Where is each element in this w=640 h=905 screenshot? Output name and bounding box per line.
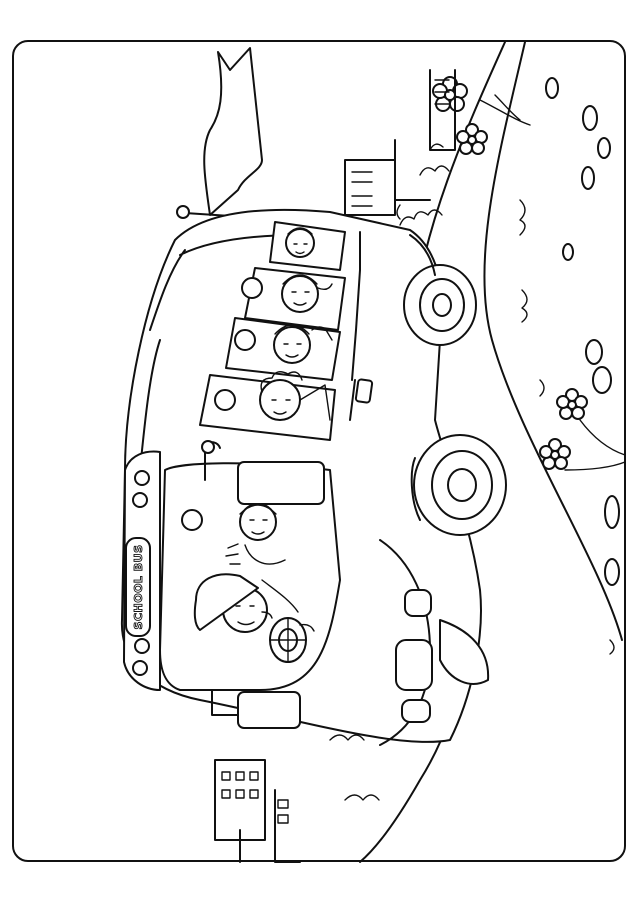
pebbles (545, 77, 620, 586)
rear-wheel (403, 264, 477, 346)
flowers-right (432, 76, 626, 655)
cloud (203, 47, 263, 216)
page-border (12, 40, 626, 862)
buildings-top (344, 69, 456, 216)
school-bus-sign: SCHOOL BUS (132, 545, 145, 630)
passengers (193, 227, 333, 663)
front-wheel (410, 434, 507, 536)
